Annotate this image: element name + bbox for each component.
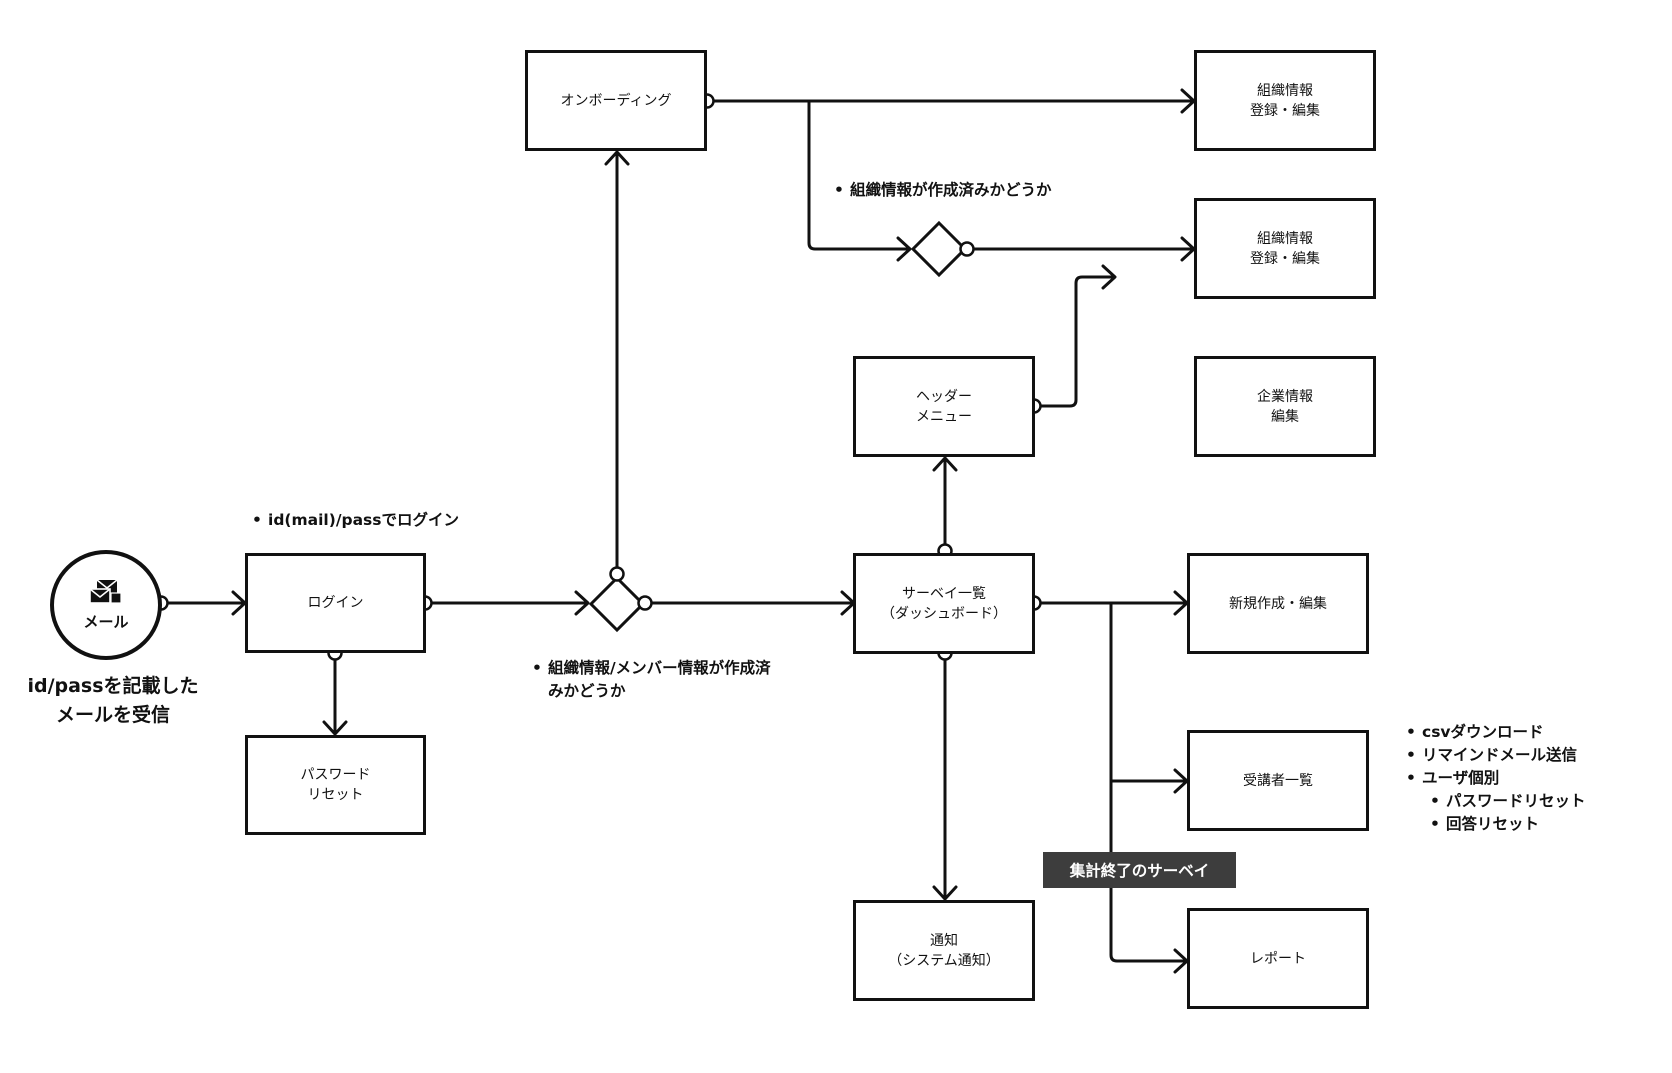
- mail-caption: id/passを記載した メールを受信: [27, 675, 199, 726]
- box-survey-list[interactable]: サーベイ一覧 （ダッシュボード）: [853, 553, 1035, 654]
- arrowhead-onboarding: [604, 150, 630, 166]
- tag-closed-survey: 集計終了のサーベイ: [1043, 852, 1236, 888]
- arrowhead-gateway: [574, 590, 590, 616]
- arrowhead-notification: [932, 885, 958, 901]
- arrowhead-password-reset: [322, 720, 348, 736]
- box-org-edit-b[interactable]: 組織情報 登録・編集: [1194, 198, 1376, 299]
- box-org-edit-a[interactable]: 組織情報 登録・編集: [1194, 50, 1376, 151]
- port-gateway-up: [609, 566, 625, 582]
- box-participants[interactable]: 受講者一覧: [1187, 730, 1369, 831]
- mail-node[interactable]: メール: [50, 550, 162, 660]
- connector-branch-org-check: [807, 99, 911, 251]
- box-report[interactable]: レポート: [1187, 908, 1369, 1009]
- box-new-edit[interactable]: 新規作成・編集: [1187, 553, 1369, 654]
- arrowhead-header-menu: [932, 456, 958, 472]
- arrowhead-header-out: [1101, 264, 1117, 290]
- box-onboarding[interactable]: オンボーディング: [525, 50, 707, 151]
- box-notification[interactable]: 通知 （システム通知）: [853, 900, 1035, 1001]
- mail-label: メール: [83, 612, 129, 631]
- connector-header-out: [1039, 275, 1116, 408]
- box-company-edit[interactable]: 企業情報 編集: [1194, 356, 1376, 457]
- note-org-check: 組織情報が作成済みかどうか: [834, 179, 1052, 202]
- box-header-menu[interactable]: ヘッダー メニュー: [853, 356, 1035, 457]
- box-password-reset[interactable]: パスワード リセット: [245, 735, 426, 835]
- org-check-diamond: [910, 220, 968, 278]
- envelope-stack-icon: [89, 578, 122, 604]
- box-login[interactable]: ログイン: [245, 553, 426, 653]
- gateway-diamond: [588, 575, 646, 633]
- note-participants: csvダウンロード リマインドメール送信 ユーザ個別 パスワードリセット 回答リ…: [1406, 721, 1586, 836]
- connector-trunk: [1109, 601, 1188, 963]
- port-gateway-out: [637, 595, 653, 611]
- note-login: id(mail)/passでログイン: [252, 509, 459, 532]
- arrowhead-org-check: [896, 236, 912, 262]
- port-org-check-out: [959, 241, 975, 257]
